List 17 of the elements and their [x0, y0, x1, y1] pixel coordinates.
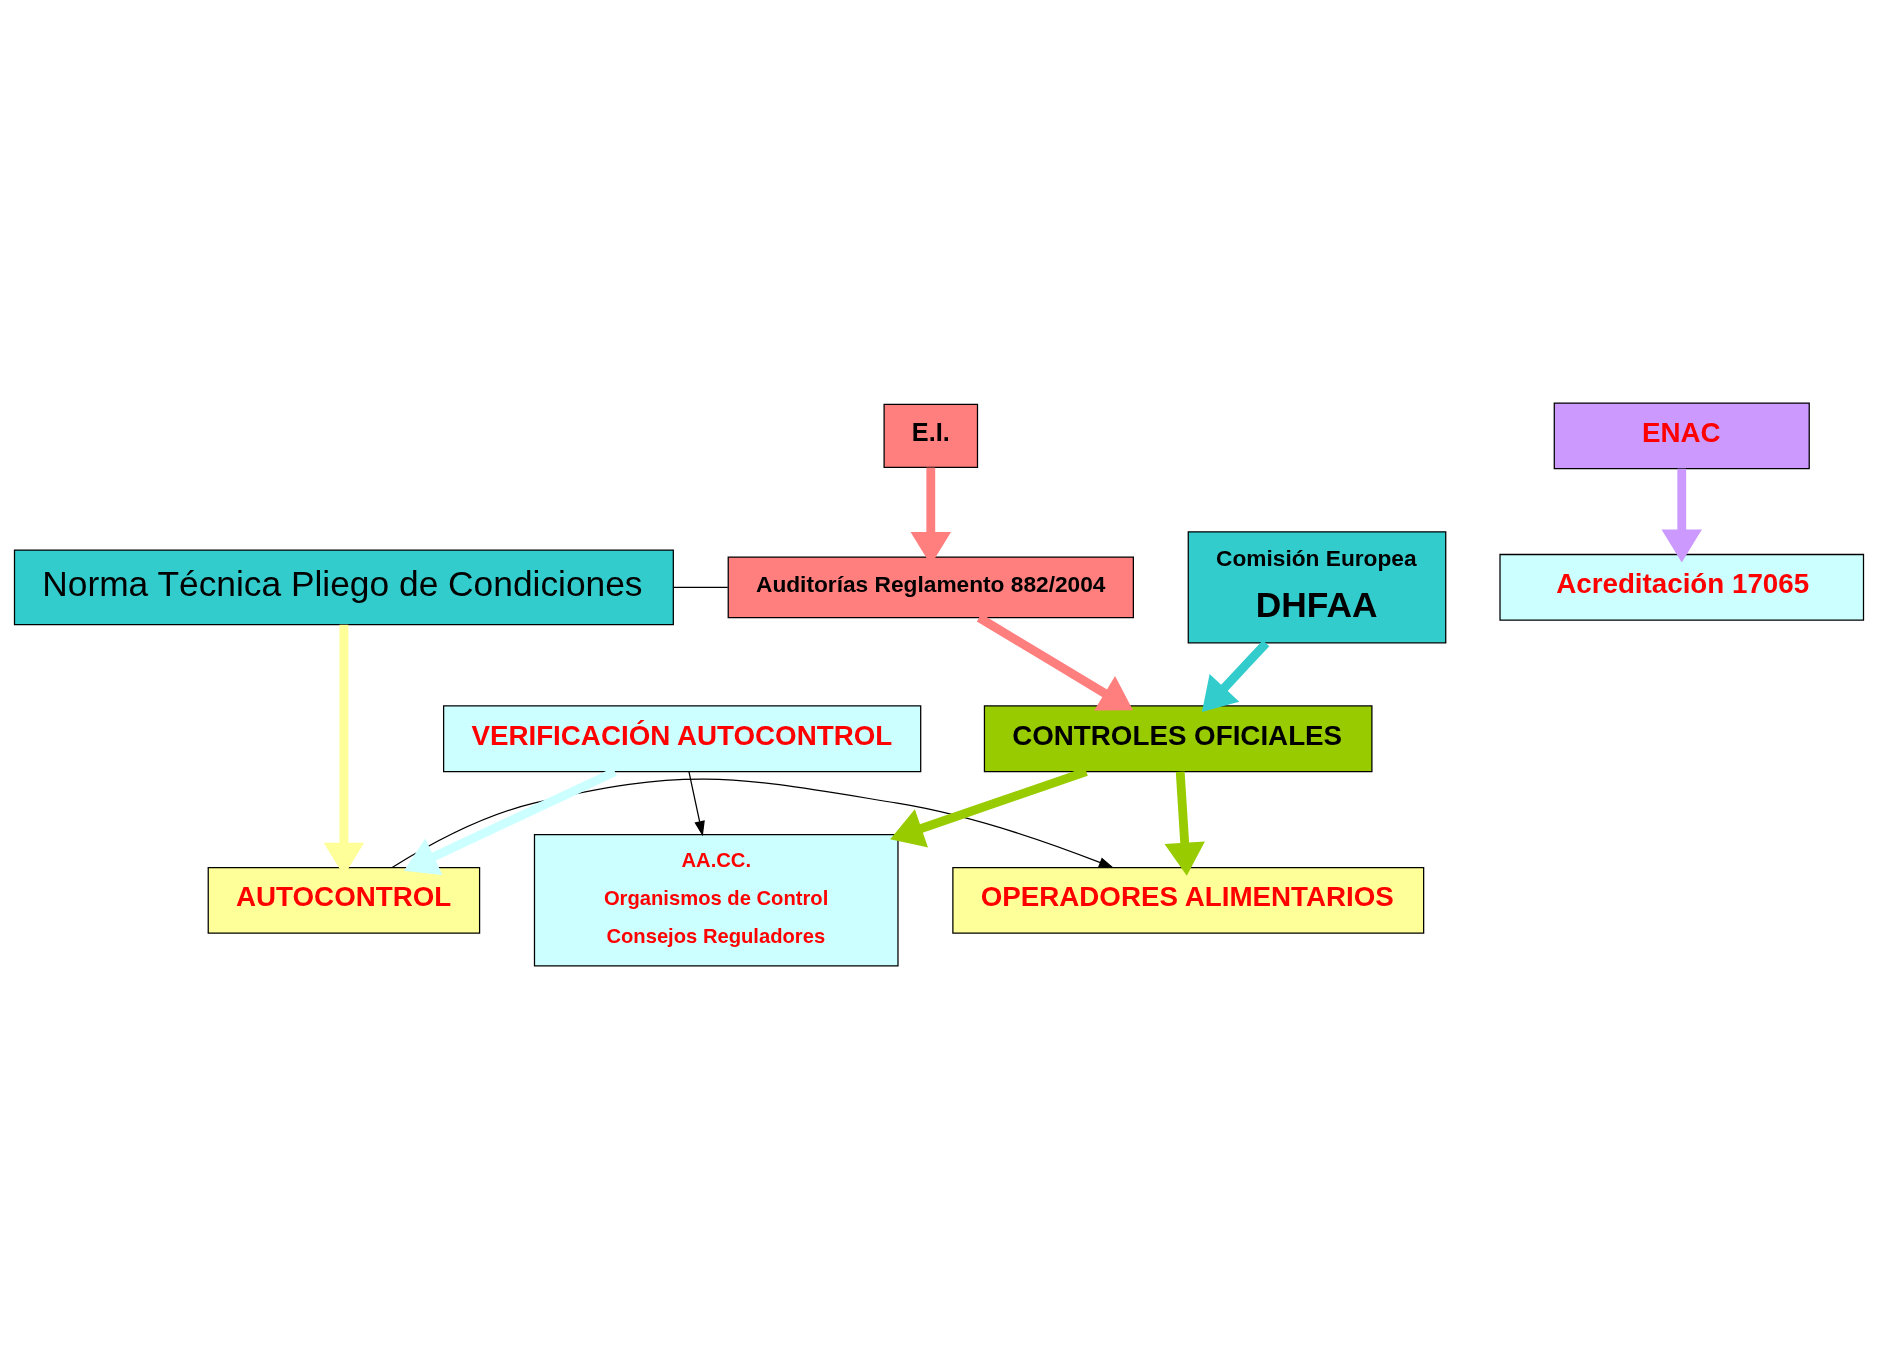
arrow: [688, 771, 705, 837]
node-box: Comisión Europea DHFAA: [1187, 531, 1447, 644]
node-box: OPERADORES ALIMENTARIOS: [952, 866, 1425, 934]
node-box: VERIFICACIÓN AUTOCONTROL: [443, 705, 922, 773]
node-box: AA.CC. Organismos de Control Consejos Reguladores: [533, 834, 899, 967]
node-box: Acreditación 17065: [1499, 553, 1865, 621]
arrow: [1164, 771, 1205, 876]
node-box: Auditorías Reglamento 882/2004: [727, 556, 1134, 619]
node-box: AUTOCONTROL: [207, 866, 481, 934]
connector: [672, 586, 729, 588]
node-box: E.I.: [883, 403, 979, 469]
node-box: ENAC: [1553, 402, 1810, 470]
node-box: Norma Técnica Pliego de Condiciones: [13, 549, 674, 626]
arrow: [1201, 640, 1270, 713]
node-box: CONTROLES OFICIALES: [983, 705, 1373, 773]
arrow: [1661, 468, 1702, 563]
arrow: [391, 778, 1114, 869]
